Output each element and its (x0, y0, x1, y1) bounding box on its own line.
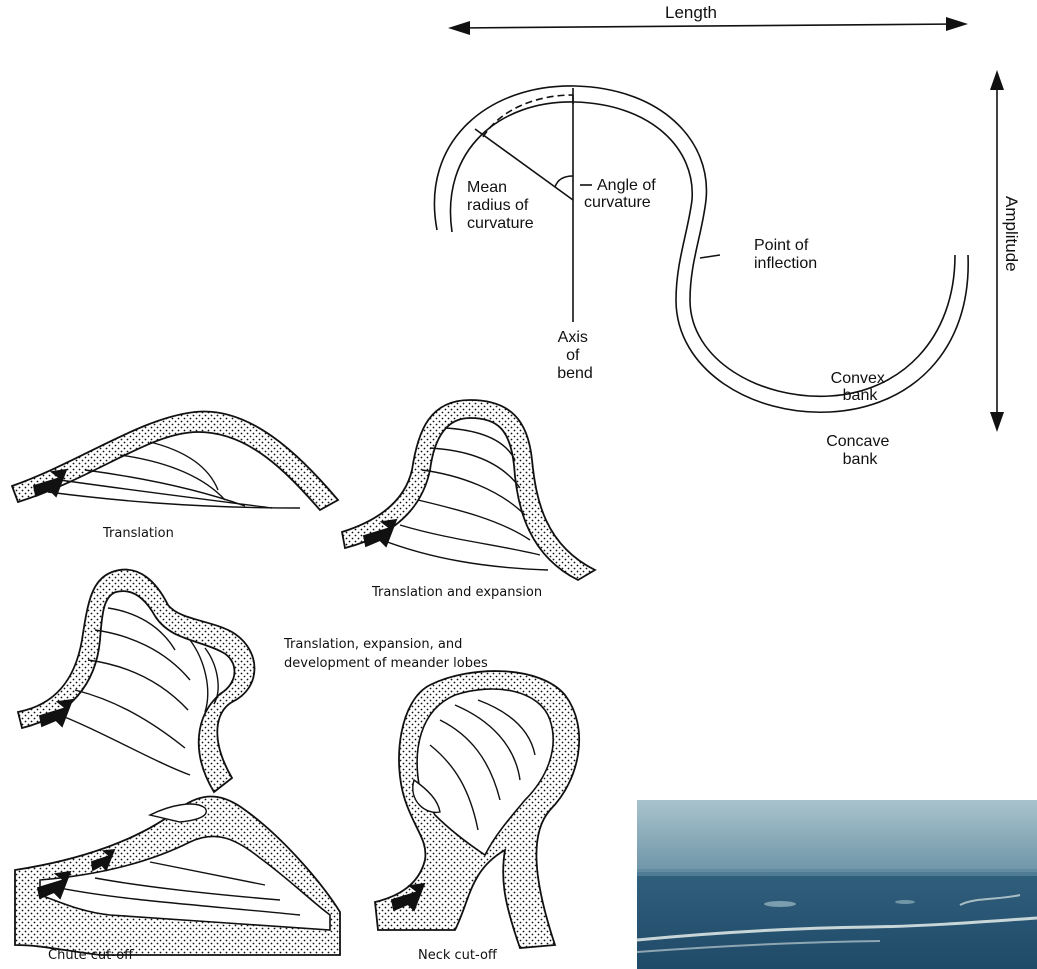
caption-lobes-line1: Translation, expansion, and (283, 637, 462, 652)
sketch-translation (12, 411, 338, 510)
outer-bank-line (434, 86, 955, 396)
concave-bank-label: Concave bank (826, 433, 894, 468)
top-diagram-labels: Length Amplitude Mean radius of curvatur… (467, 3, 1021, 468)
point-of-inflection-label: Point of inflection (754, 237, 817, 272)
sketch-chute-cutoff (15, 796, 340, 955)
sketch-translation-expansion (342, 400, 595, 580)
amplitude-arrow (990, 70, 1004, 432)
axis-of-bend-label: Axis of bend (557, 329, 593, 382)
amplitude-label: Amplitude (1002, 196, 1021, 272)
caption-translation: Translation (102, 526, 174, 541)
length-label: Length (665, 3, 717, 22)
aerial-river-photo (637, 800, 1037, 969)
inflection-pointer (700, 255, 720, 258)
angle-of-curvature-label: Angle of curvature (584, 177, 660, 211)
caption-neck-cutoff: Neck cut-off (418, 948, 498, 963)
caption-translation-expansion: Translation and expansion (371, 585, 542, 600)
angle-arc (555, 176, 573, 187)
curvature-dashed-arc (483, 95, 573, 137)
caption-lobes-line2: development of meander lobes (284, 656, 488, 671)
sketch-neck-cutoff (375, 671, 579, 948)
mean-radius-label: Mean radius of curvature (467, 179, 534, 232)
convex-bank-label: Convex bank (831, 370, 890, 404)
sketch-meander-lobes (18, 570, 255, 792)
channel-band (18, 570, 255, 792)
caption-chute-cutoff: Chute cut-off (48, 948, 134, 963)
channel-band (342, 400, 595, 580)
